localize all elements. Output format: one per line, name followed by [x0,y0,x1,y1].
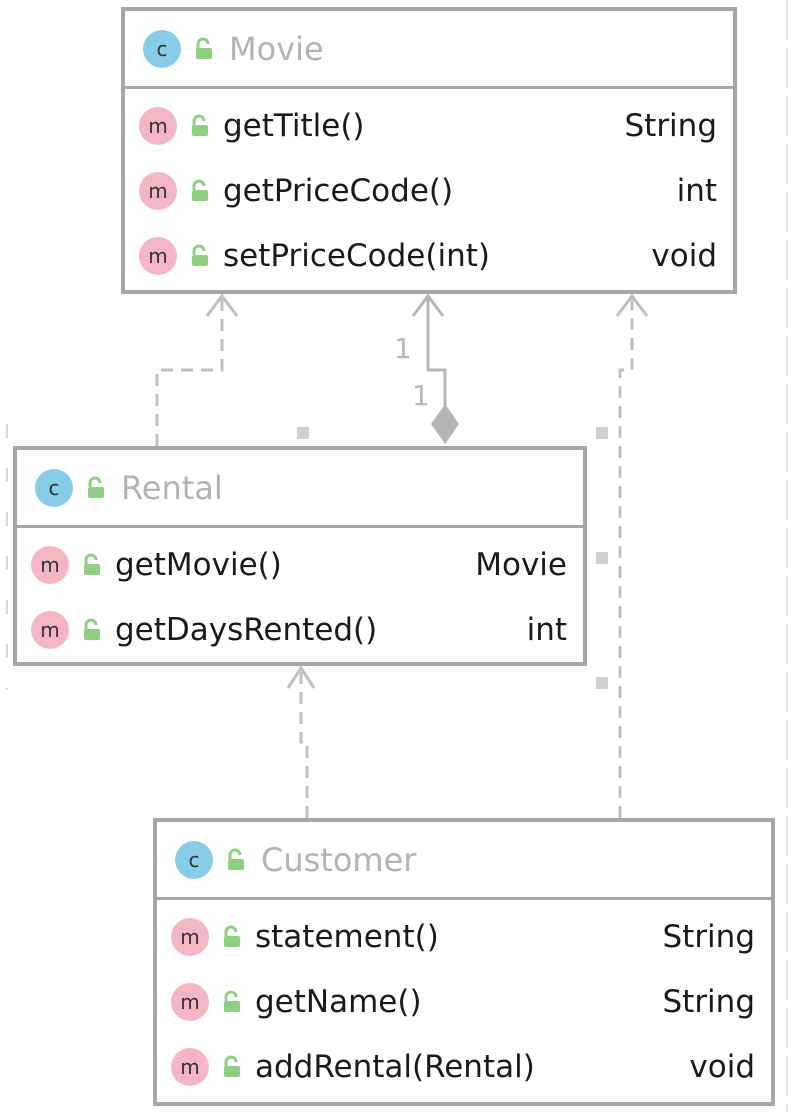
selection-marker [596,552,608,564]
class-name: Rental [121,468,223,507]
method-icon: m [171,1047,209,1086]
class-header: c Customer [157,822,771,900]
class-icon: c [143,29,181,68]
dependency-rental-movie [155,293,239,446]
return-type: int [676,172,717,209]
public-lock-icon [228,848,244,870]
method-icon: m [31,545,69,584]
method-name: getPriceCode() [223,172,454,209]
method-icon: m [139,106,177,145]
member-list: m statement() String m getName() String … [157,900,771,1099]
multiplicity-source: 1 [412,379,430,412]
method-name: getDaysRented() [115,611,378,648]
public-lock-icon [196,37,212,59]
class-customer[interactable]: c Customer m statement() String m getNam… [153,818,775,1106]
method-row[interactable]: m setPriceCode(int) void [125,223,733,288]
method-name: setPriceCode(int) [223,237,490,274]
method-icon: m [171,982,209,1021]
public-lock-icon [192,114,208,136]
class-icon: c [35,468,73,507]
method-icon: m [139,171,177,210]
method-name: getTitle() [223,107,365,144]
selection-marker [596,427,608,439]
member-list: m getMovie() Movie m getDaysRented() int [17,528,583,662]
return-type: int [526,611,567,648]
class-name: Customer [261,840,417,879]
public-lock-icon [88,476,104,498]
return-type: Movie [475,546,567,583]
selection-marker [297,427,309,439]
public-lock-icon [192,179,208,201]
return-type: void [651,237,717,274]
dependency-customer-rental [286,665,316,818]
multiplicity-target: 1 [394,332,412,365]
public-lock-icon [224,1055,240,1077]
method-name: addRental(Rental) [255,1048,535,1085]
composition-diamond [431,404,459,444]
public-lock-icon [84,618,100,640]
return-type: String [662,983,755,1020]
return-type: String [662,918,755,955]
member-list: m getTitle() String m getPriceCode() int… [125,89,733,288]
method-row[interactable]: m getTitle() String [125,93,733,158]
method-row[interactable]: m getPriceCode() int [125,158,733,223]
public-lock-icon [192,244,208,266]
method-row[interactable]: m addRental(Rental) void [157,1034,771,1099]
method-row[interactable]: m getDaysRented() int [17,597,583,662]
method-icon: m [31,610,69,649]
public-lock-icon [224,925,240,947]
class-rental[interactable]: c Rental m getMovie() Movie m getDaysRen… [13,446,587,666]
selection-marker [596,677,608,689]
method-icon: m [171,917,209,956]
method-row[interactable]: m getMovie() Movie [17,532,583,597]
method-row[interactable]: m getName() String [157,969,771,1034]
return-type: String [624,107,717,144]
method-name: getMovie() [115,546,282,583]
public-lock-icon [84,553,100,575]
method-name: statement() [255,918,439,955]
public-lock-icon [224,990,240,1012]
class-movie[interactable]: c Movie m getTitle() String m getPriceCo… [121,7,737,294]
class-name: Movie [229,29,324,68]
composition-rental-movie: 1 1 [394,293,459,444]
method-row[interactable]: m statement() String [157,904,771,969]
class-header: c Rental [17,450,583,528]
class-header: c Movie [125,11,733,89]
method-name: getName() [255,983,422,1020]
class-icon: c [175,840,213,879]
dependency-customer-movie [615,293,649,818]
return-type: void [689,1048,755,1085]
method-icon: m [139,236,177,275]
